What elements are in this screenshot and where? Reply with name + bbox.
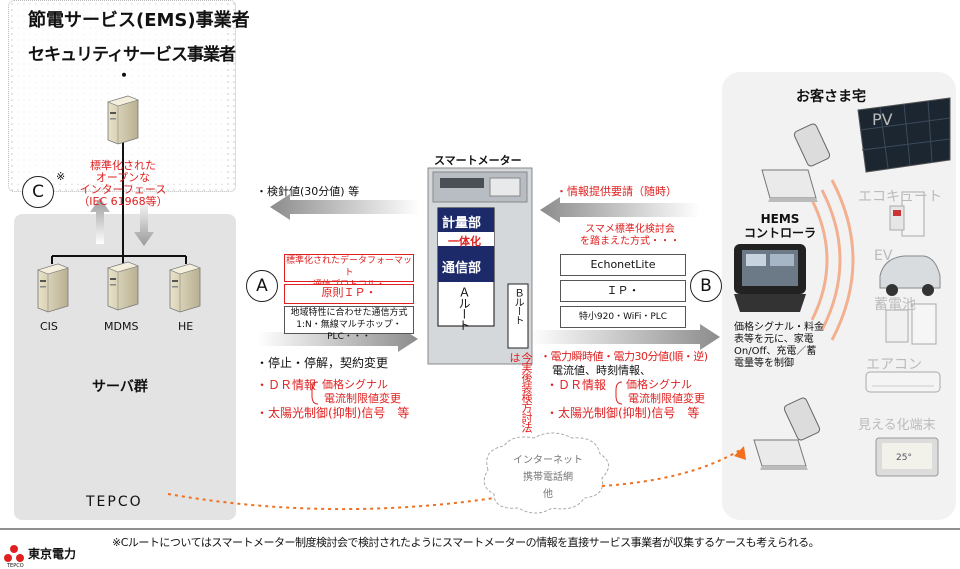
battery-label: 蓄電池 xyxy=(874,294,916,314)
aircon-label: エアコン xyxy=(866,354,922,374)
mdms-server-icon xyxy=(108,262,138,310)
footnote: ※Cルートについてはスマートメーター制度検討会で検討されたようにスマートメーター… xyxy=(112,534,819,550)
hems-controller-icon xyxy=(734,244,806,312)
route-b-heading: スマメ標準化検討会 を踏まえた方式・・・ xyxy=(576,224,684,248)
route-a-item-stop: ・停止・停解，契約変更 xyxy=(256,354,388,371)
metering-unit-label: 計量部 xyxy=(442,212,481,231)
ems-provider-label: 節電サービス(EMS)事業者 xyxy=(28,6,250,32)
pv-label: PV xyxy=(872,110,893,129)
route-b-item-dr: ・ＤＲ情報 xyxy=(546,376,606,393)
hems-description: 価格シグナル・料金 表等を元に、家電 On/Off、充電／蓄 電量等を制御 xyxy=(734,322,824,370)
ecocute-label: エコキュート xyxy=(858,186,942,206)
route-a-ip-box: 原則ＩＰ・ xyxy=(284,284,414,304)
display-terminal-icon: 25° xyxy=(876,438,938,476)
he-label: HE xyxy=(178,320,193,333)
internet-link-right xyxy=(602,450,740,486)
laptop-phone-icon xyxy=(762,123,831,202)
laptop-phone-bottom-icon xyxy=(754,397,821,470)
tepco-logo-text: 東京電力 xyxy=(28,545,76,562)
tepco-logo-sub: TEPCO xyxy=(7,563,24,569)
air-conditioner-icon xyxy=(866,372,940,392)
route-b-circle: B xyxy=(690,270,722,302)
display-terminal-label: 見える化端末 xyxy=(858,414,936,433)
server-group-label: サーバ群 xyxy=(92,376,148,396)
integrated-label: 一体化 xyxy=(448,233,481,249)
route-c-note-mark: ※ xyxy=(56,170,65,183)
a-route-vertical-label: Ａルート xyxy=(456,286,473,330)
cis-label: CIS xyxy=(40,320,58,333)
route-c-circle: C xyxy=(22,176,54,208)
route-a-circle: A xyxy=(246,270,278,302)
customer-home-title: お客さま宅 xyxy=(796,86,866,106)
provider-server-icon xyxy=(108,96,138,144)
tepco-label: TEPCO xyxy=(86,494,143,510)
internet-link-left xyxy=(168,494,494,509)
route-b-ip-box: ＩＰ・ xyxy=(560,280,686,302)
right-upper-arrow xyxy=(540,197,700,223)
meter-reading-label: ・検針値(30分値) 等 xyxy=(256,183,359,199)
route-a-item-dr: ・ＤＲ情報 xyxy=(256,376,316,393)
tepco-logo-icon xyxy=(4,545,24,562)
route-a-format-box: 標準化されたデータフォーマット 通信プロトコル・ xyxy=(284,254,414,282)
route-b-item-solar: ・太陽光制御(抑制)信号 等 xyxy=(546,404,699,421)
echonet-box: EchonetLite xyxy=(560,254,686,276)
hems-label: HEMS コントローラ xyxy=(740,212,820,240)
cis-server-icon xyxy=(38,264,68,312)
he-server-icon xyxy=(170,264,200,312)
route-c-interface-label: 標準化された オープンな インターフェース （IEC 61968等） xyxy=(68,160,178,208)
ellipsis-dot: ・ xyxy=(116,62,132,86)
comm-unit-label: 通信部 xyxy=(442,257,481,276)
smart-meter-title: スマートメーター xyxy=(434,152,522,168)
internet-cloud-label: インターネット 携帯電話網 他 xyxy=(500,452,596,503)
route-a-comm-box: 地域特性に合わせた通信方式 1:N・無線マルチホップ・PLC・・・ xyxy=(284,306,414,334)
info-request-label: ・情報提供要請（随時） xyxy=(556,183,677,199)
route-a-item-solar: ・太陽光制御(抑制)信号 等 xyxy=(256,404,409,421)
svg-text:25°: 25° xyxy=(896,453,912,463)
mdms-label: MDMS xyxy=(104,320,138,333)
ev-label: EV xyxy=(874,248,892,264)
b-route-vertical-label: Ｂルート xyxy=(510,288,525,324)
b-route-note: 今実後装検方討法は xyxy=(508,352,532,436)
route-b-comm-box: 特小920・WiFi・PLC xyxy=(560,306,686,328)
